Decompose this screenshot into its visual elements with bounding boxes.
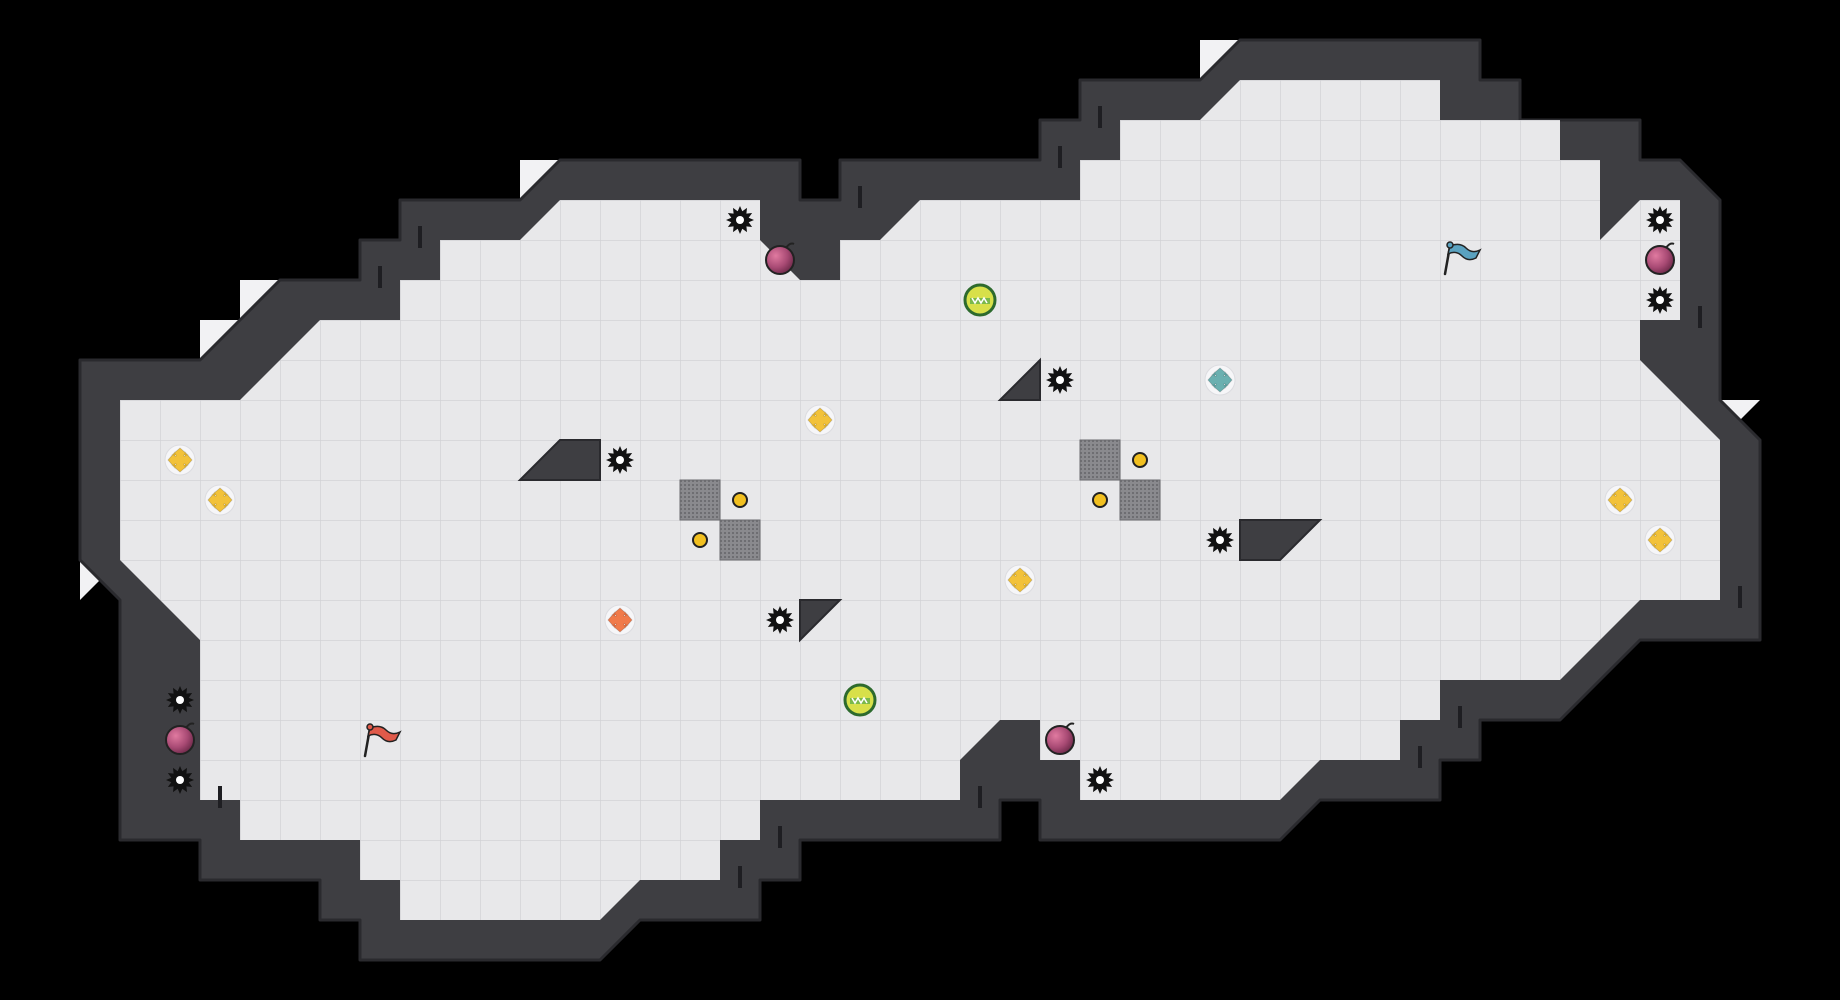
- gate: [1079, 439, 1121, 481]
- speed-pad: [843, 683, 877, 717]
- bomb: [765, 242, 795, 275]
- gate: [679, 479, 721, 521]
- powerup-dot: [692, 532, 708, 548]
- wall-notch: [378, 266, 382, 288]
- spike-hazard: [1086, 766, 1114, 794]
- wall-notch: [218, 786, 222, 808]
- spike-hazard: [166, 766, 194, 794]
- red-flag: [363, 723, 402, 758]
- wall-notch: [418, 226, 422, 248]
- speed-pad: [963, 283, 997, 317]
- wall-notch: [858, 186, 862, 208]
- wall-details: [218, 106, 1742, 888]
- powerup-dot: [1132, 452, 1148, 468]
- spike-hazard: [166, 686, 194, 714]
- bomb: [165, 722, 195, 755]
- powerup-dot: [732, 492, 748, 508]
- wall-notch: [778, 826, 782, 848]
- wall-notch: [1458, 706, 1462, 728]
- wall-notch: [1738, 586, 1742, 608]
- wall-notch: [1058, 146, 1062, 168]
- gate: [719, 519, 761, 561]
- wedge-wall: [799, 599, 843, 643]
- wall-notch: [1418, 746, 1422, 768]
- wall-notch: [738, 866, 742, 888]
- spike-hazard: [766, 606, 794, 634]
- boost-pad: [604, 604, 636, 636]
- floor: [120, 80, 1720, 920]
- gate: [1119, 479, 1161, 521]
- boost-pad: [804, 404, 836, 436]
- wall-notch: [1698, 306, 1702, 328]
- powerup-dot: [1092, 492, 1108, 508]
- boost-pad: [204, 484, 236, 516]
- bomb: [1645, 242, 1675, 275]
- spike-hazard: [1646, 206, 1674, 234]
- wedge-wall: [517, 439, 601, 481]
- wall-notch: [1098, 106, 1102, 128]
- spike-hazard: [1646, 286, 1674, 314]
- boost-pad: [1604, 484, 1636, 516]
- boost-pad: [1644, 524, 1676, 556]
- boost-pad: [1004, 564, 1036, 596]
- bomb: [1045, 722, 1075, 755]
- spike-hazard: [1206, 526, 1234, 554]
- spike-hazard: [726, 206, 754, 234]
- wedge-wall: [1239, 519, 1323, 561]
- wall-notch: [978, 786, 982, 808]
- map-objects: [164, 206, 1676, 794]
- boost-pad: [164, 444, 196, 476]
- spike-hazard: [606, 446, 634, 474]
- blue-flag: [1443, 241, 1482, 276]
- spike-hazard: [1046, 366, 1074, 394]
- boost-pad: [1204, 364, 1236, 396]
- wedge-wall: [997, 357, 1041, 401]
